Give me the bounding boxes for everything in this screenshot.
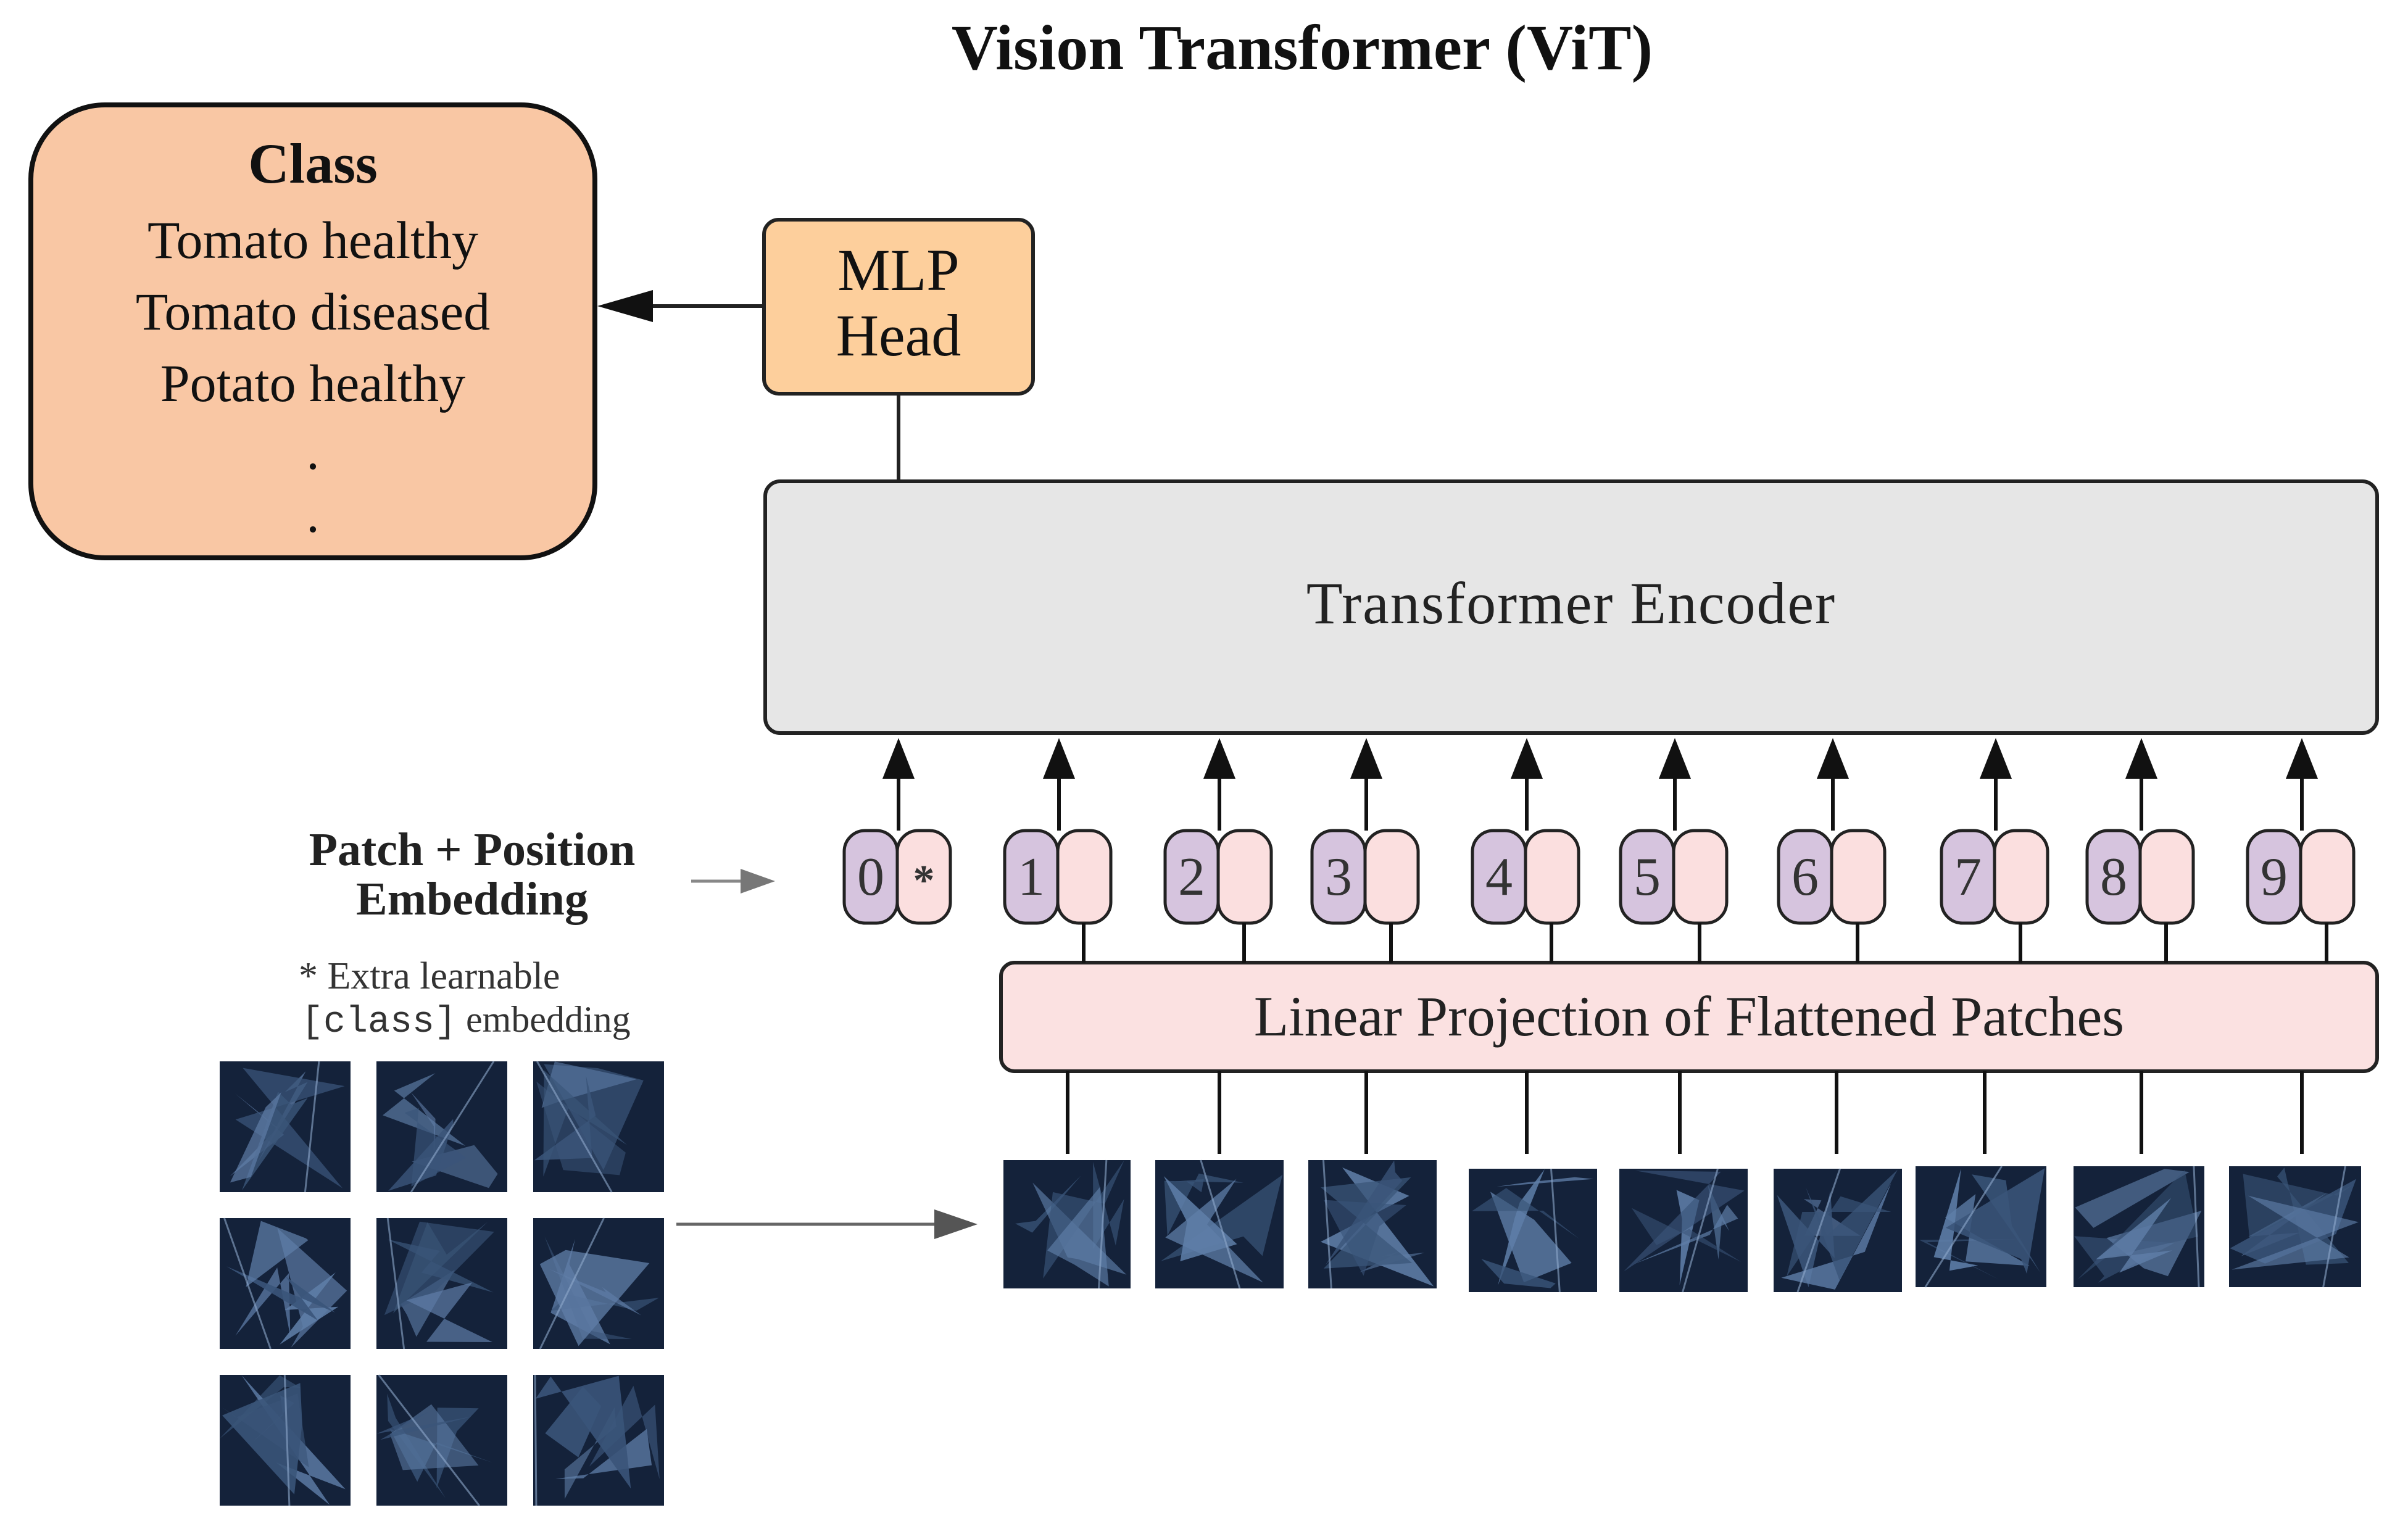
transformer-encoder-box: Transformer Encoder [763,479,2379,735]
mlp-to-class-arrow [597,290,763,322]
arrow-head [1203,738,1235,779]
class-token-marker: * [913,857,935,905]
linear-projection-box: Linear Projection of Flattened Patches [999,961,2379,1073]
flattened-patch [1469,1168,1597,1293]
token-pair: 7 [1940,738,2049,963]
class-ellipsis: . [306,421,320,481]
token-pair: 5 [1619,738,1729,963]
embedding-label: Patch + Position [309,824,636,876]
arrow-head [1980,738,2012,779]
token-pair: 4 [1471,738,1580,963]
patch-embedding [1216,829,1273,925]
class-item: Tomato diseased [136,282,490,341]
mlp-head-label: Head [836,302,961,368]
flattened-patch [1003,1159,1131,1289]
token-pair: 1 [1003,738,1113,963]
embedding-arrow [691,869,775,894]
arrow-head [1659,738,1691,779]
flattened-patch [1774,1168,1902,1293]
position-index-label: 2 [1178,847,1205,907]
position-index-label: 4 [1485,847,1513,907]
arrow-head [1817,738,1849,779]
embedding-label: Embedding [356,873,588,925]
position-index-label: 6 [1791,847,1819,907]
image-patch-grid [220,1061,664,1506]
note-suffix: embedding [457,999,631,1040]
image-patch [533,1061,664,1193]
position-index-label: 5 [1634,847,1661,907]
class-code-token: [class] [301,1001,457,1043]
image-patch [220,1374,351,1506]
flattened-patch [2229,1166,2361,1288]
flattened-patch [2074,1166,2204,1288]
flattened-patch [1308,1159,1437,1289]
arrow-head [1350,738,1382,779]
position-index-label: 8 [2100,847,2127,907]
patch-embedding [1524,829,1580,925]
token-pair: 0* [842,738,952,925]
position-index-label: 9 [2261,847,2288,907]
flattened-patch [1916,1166,2046,1288]
grid-to-sequence-arrow [676,1209,978,1239]
patch-embedding [1993,829,2049,925]
projection-label: Linear Projection of Flattened Patches [1254,985,2124,1048]
image-patch [376,1061,507,1193]
diagram-title: Vision Transformer (ViT) [952,12,1653,83]
flattened-patch [1619,1168,1748,1293]
token-pair: 3 [1310,738,1420,963]
class-ellipsis: . [306,484,320,544]
image-patch [376,1374,507,1506]
extra-embedding-note: [class] embedding [301,999,631,1043]
patch-embedding [1056,829,1113,925]
token-pair: 2 [1163,738,1273,963]
arrow-head [2125,738,2157,779]
class-item: Potato healthy [160,354,465,413]
image-patch [533,1217,664,1350]
image-patch [220,1061,351,1193]
extra-embedding-note: * Extra learnable [299,955,560,997]
arrow-head [1043,738,1075,779]
encoder-label: Transformer Encoder [1306,570,1836,636]
position-index-label: 3 [1325,847,1352,907]
token-pair: 8 [2085,738,2195,963]
arrow-head [2286,738,2318,779]
token-pair: 9 [2246,738,2356,963]
flattened-patch-row [1003,1071,2361,1293]
mlp-head-box: MLP Head [762,218,1035,396]
arrow-head [882,738,915,779]
image-patch [533,1374,664,1506]
position-index-label: 1 [1018,847,1045,907]
class-heading: Class [248,132,378,195]
class-item: Tomato healthy [147,210,478,270]
mlp-head-label: MLP [837,237,959,303]
position-index-label: 0 [857,847,884,907]
patch-embedding [1830,829,1887,925]
token-pair: 6 [1777,738,1887,963]
arrow-head [1511,738,1543,779]
class-box: Class Tomato healthy Tomato diseased Pot… [28,102,597,560]
patch-embedding [1672,829,1729,925]
position-index-label: 7 [1954,847,1982,907]
image-patch [376,1217,507,1350]
image-patch [220,1217,351,1350]
patch-embedding [2299,829,2356,925]
flattened-patch [1155,1159,1284,1289]
patch-embedding [2138,829,2195,925]
class-token-embedding [895,829,952,925]
patch-embedding [1363,829,1420,925]
